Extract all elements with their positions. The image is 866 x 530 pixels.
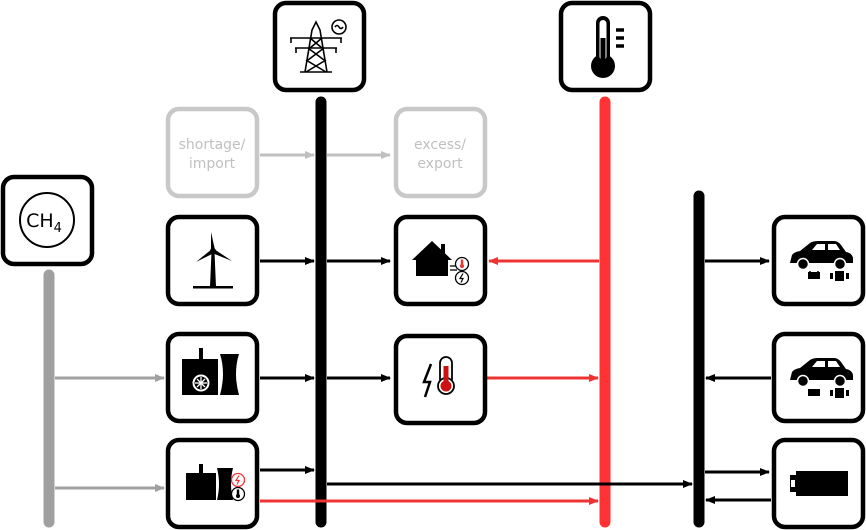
chp-plant-icon xyxy=(186,464,246,502)
excess-export-node: excess/ export xyxy=(393,106,488,199)
excess-label-line2: export xyxy=(417,156,463,172)
heat-node xyxy=(558,0,653,93)
grid-node xyxy=(272,0,367,93)
electric-vehicle-icon xyxy=(790,241,853,281)
electric-vehicle-icon xyxy=(790,358,853,398)
gas-plant-node xyxy=(165,331,260,424)
battery-storage-icon xyxy=(790,471,848,496)
gas-power-plant-icon xyxy=(182,348,239,395)
shortage-label-line1: shortage/ xyxy=(179,137,246,153)
svg-text:CH4: CH4 xyxy=(26,210,62,236)
ev-node-1 xyxy=(771,214,866,307)
battery-node xyxy=(771,437,866,530)
chp-node xyxy=(165,437,260,530)
power-grid-icon xyxy=(290,19,347,73)
shortage-import-node: shortage/ import xyxy=(165,106,260,199)
ev-node-2 xyxy=(771,331,866,424)
house-demand-icon xyxy=(412,241,470,286)
flow-arrows xyxy=(55,151,771,505)
gas-icon xyxy=(19,192,75,248)
wind-node xyxy=(165,214,260,307)
house-node xyxy=(393,214,488,307)
thermometer-icon xyxy=(591,16,624,78)
gas-label: CH xyxy=(26,210,54,232)
power-to-heat-node xyxy=(393,333,488,426)
shortage-label-line2: import xyxy=(189,156,236,172)
gas-node: CH4 xyxy=(0,174,95,267)
gas-label-subscript: 4 xyxy=(54,221,62,236)
wind-turbine-icon xyxy=(193,232,233,289)
excess-label-line1: excess/ xyxy=(414,137,466,153)
power-to-heat-icon xyxy=(422,356,455,398)
